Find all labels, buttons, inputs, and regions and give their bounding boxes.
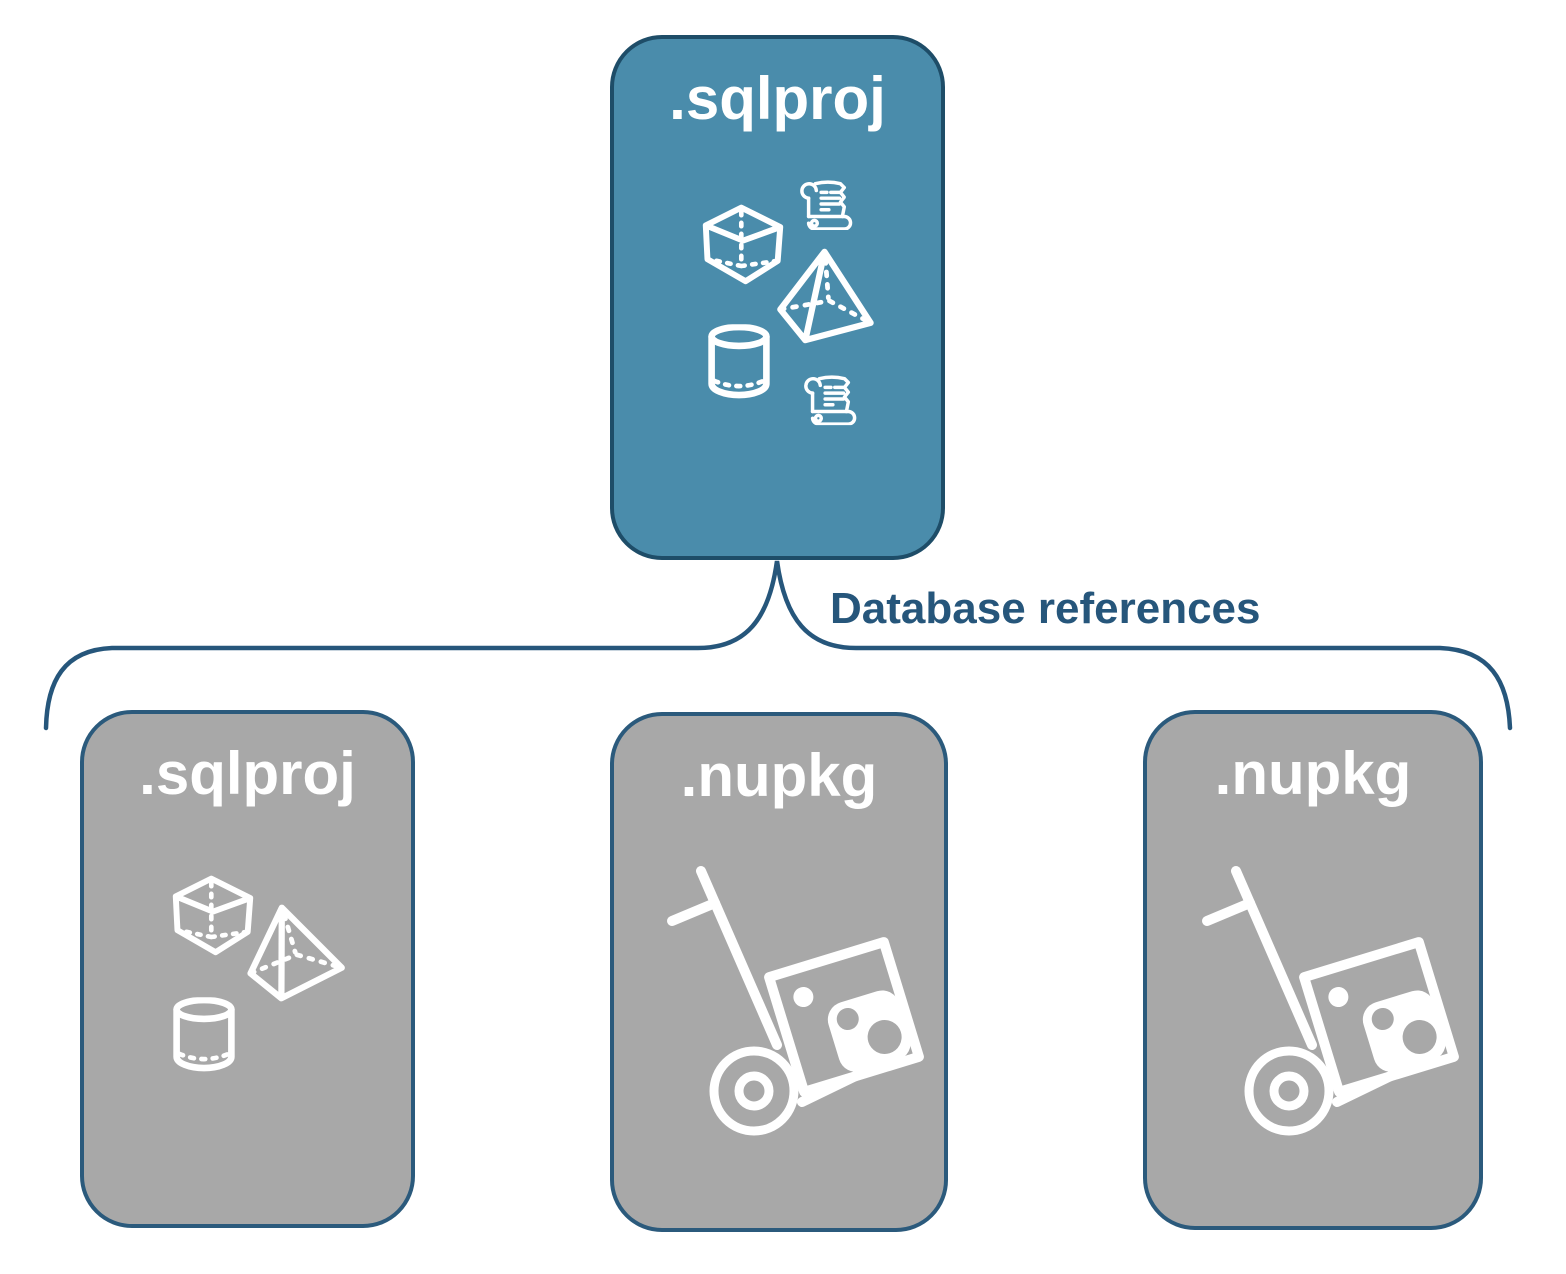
pyramid-icon — [232, 893, 350, 1010]
nuget-package-dolly-icon — [659, 859, 929, 1154]
brace-connector — [43, 560, 1513, 731]
database-cylinder-icon — [705, 323, 773, 401]
script-scroll-icon — [795, 176, 855, 230]
child-card-title: .sqlproj — [139, 740, 356, 807]
connector-label: Database references — [830, 584, 1261, 633]
root-card-title: .sqlproj — [669, 65, 886, 132]
root-sqlproj-card: .sqlproj — [610, 35, 945, 560]
child-sqlproj-card: .sqlproj — [80, 710, 415, 1228]
child-nupkg-card: .nupkg — [610, 712, 948, 1232]
child-nupkg-card: .nupkg — [1143, 710, 1483, 1230]
database-cylinder-icon — [170, 995, 238, 1075]
script-scroll-icon — [800, 370, 858, 426]
nuget-package-dolly-icon — [1194, 859, 1464, 1154]
pyramid-icon — [773, 248, 876, 344]
child-card-title: .nupkg — [680, 742, 878, 809]
child-card-title: .nupkg — [1214, 740, 1412, 807]
